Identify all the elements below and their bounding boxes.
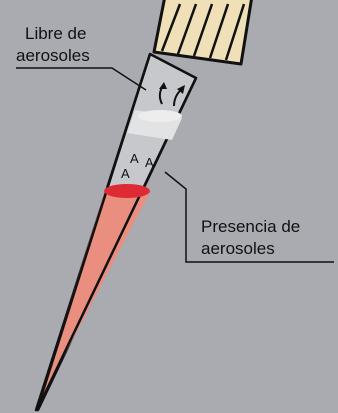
airflow-arrow-icon — [173, 85, 185, 107]
aerosol-mark: A — [121, 166, 130, 181]
filter-top — [138, 110, 182, 122]
liquid-surface — [104, 184, 150, 198]
right-label-leader — [164, 171, 334, 263]
top-label-leader — [16, 67, 147, 91]
tip-left-edge — [35, 53, 152, 411]
aerosol-mark: A — [130, 151, 139, 166]
aerosol-mark: A — [145, 155, 154, 170]
top-label-line1: Libre de — [25, 24, 86, 43]
top-label-line2: aerosoles — [16, 46, 90, 65]
airflow-arrow-icon — [158, 82, 167, 105]
right-label-line1: Presencia de — [201, 217, 300, 236]
right-label-line2: aerosoles — [201, 239, 275, 258]
pipette-cap — [152, 0, 253, 66]
